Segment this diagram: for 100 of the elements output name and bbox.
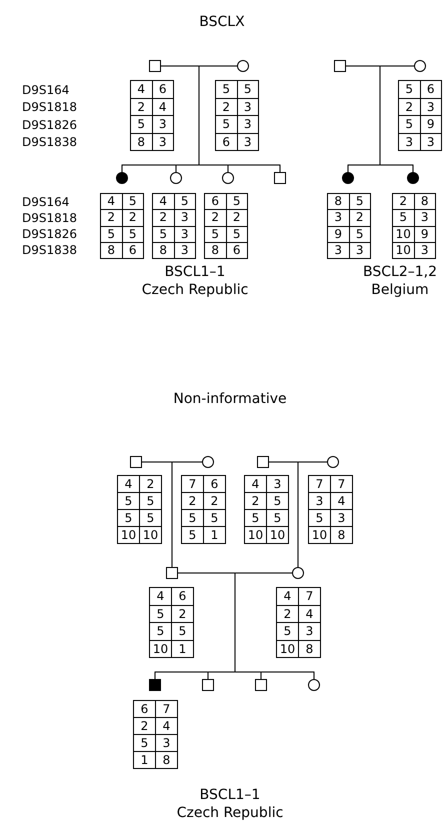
pedigree-square bbox=[334, 60, 346, 72]
allele-value: 3 bbox=[152, 134, 174, 151]
marker-name: D9S164 bbox=[22, 195, 70, 209]
allele-value: 8 bbox=[101, 242, 122, 260]
family-label: Czech Republic bbox=[176, 805, 284, 821]
allele-value: 1 bbox=[172, 640, 194, 658]
allele-value: 2 bbox=[131, 98, 152, 116]
allele-value: 3 bbox=[309, 493, 331, 510]
allele-value: 2 bbox=[393, 194, 414, 210]
allele-value: 7 bbox=[156, 701, 178, 718]
marker-name: D9S1826 bbox=[22, 227, 78, 241]
family-label: Czech Republic bbox=[142, 282, 248, 298]
allele-value: 5 bbox=[267, 493, 289, 510]
pedigree-circle bbox=[292, 567, 304, 579]
allele-value: 9 bbox=[328, 226, 350, 243]
pedigree-circle bbox=[327, 456, 339, 468]
allele-value: 2 bbox=[140, 476, 162, 493]
pedigree-circle bbox=[237, 60, 249, 72]
allele-value: 3 bbox=[328, 242, 350, 260]
marker-name: D9S164 bbox=[22, 83, 70, 97]
allele-value: 6 bbox=[134, 701, 156, 718]
allele-value: 3 bbox=[174, 226, 196, 243]
allele-value: 5 bbox=[131, 116, 152, 134]
family-label: BSCL1–1 bbox=[200, 787, 260, 803]
allele-value: 5 bbox=[174, 194, 196, 210]
allele-value: 5 bbox=[204, 510, 226, 527]
allele-value: 3 bbox=[174, 210, 196, 227]
pedigree-line bbox=[298, 462, 328, 568]
allele-value: 8 bbox=[153, 242, 174, 260]
allele-value: 2 bbox=[101, 210, 122, 227]
allele-value: 5 bbox=[182, 510, 204, 527]
pedigree-square bbox=[166, 567, 178, 579]
allele-value: 3 bbox=[350, 242, 371, 260]
allele-value: 3 bbox=[238, 134, 259, 151]
allele-value: 5 bbox=[153, 226, 174, 243]
allele-value: 5 bbox=[118, 510, 140, 527]
pedigree-circle bbox=[170, 172, 182, 184]
filled-pedigree-square bbox=[149, 679, 161, 691]
allele-value: 6 bbox=[204, 476, 226, 493]
allele-value: 8 bbox=[414, 194, 436, 210]
allele-value: 6 bbox=[420, 81, 442, 98]
allele-value: 4 bbox=[150, 588, 172, 606]
allele-value: 4 bbox=[299, 606, 321, 623]
allele-value: 2 bbox=[204, 493, 226, 510]
allele-value: 4 bbox=[331, 493, 353, 510]
allele-value: 5 bbox=[122, 226, 144, 243]
allele-value: 3 bbox=[414, 242, 436, 260]
allele-value: 8 bbox=[205, 242, 226, 260]
allele-value: 7 bbox=[299, 588, 321, 606]
allele-value: 8 bbox=[331, 527, 353, 544]
allele-value: 5 bbox=[399, 116, 420, 134]
allele-value: 6 bbox=[205, 194, 226, 210]
allele-value: 4 bbox=[131, 81, 152, 98]
pedigree-square bbox=[255, 679, 267, 691]
allele-value: 10 bbox=[393, 226, 414, 243]
family-label: BSCL2–1,2 bbox=[363, 264, 437, 280]
allele-value: 3 bbox=[331, 510, 353, 527]
allele-value: 5 bbox=[134, 735, 156, 752]
family-label: BSCL1–1 bbox=[164, 264, 226, 280]
allele-value: 4 bbox=[101, 194, 122, 210]
pedigree-square bbox=[274, 172, 286, 184]
filled-pedigree-circle bbox=[342, 172, 354, 184]
allele-value: 5 bbox=[350, 194, 371, 210]
pedigree-line bbox=[380, 66, 414, 172]
heading: BSCLX bbox=[199, 14, 245, 30]
allele-value: 2 bbox=[122, 210, 144, 227]
allele-value: 2 bbox=[245, 493, 267, 510]
allele-value: 5 bbox=[118, 493, 140, 510]
marker-name: D9S1826 bbox=[22, 118, 78, 132]
allele-value: 7 bbox=[309, 476, 331, 493]
allele-value: 9 bbox=[414, 226, 436, 243]
allele-value: 10 bbox=[150, 640, 172, 658]
allele-value: 5 bbox=[226, 194, 248, 210]
allele-value: 5 bbox=[309, 510, 331, 527]
allele-value: 8 bbox=[299, 640, 321, 658]
allele-value: 7 bbox=[182, 476, 204, 493]
pedigree-line bbox=[172, 462, 202, 568]
allele-value: 6 bbox=[172, 588, 194, 606]
allele-value: 10 bbox=[267, 527, 289, 544]
allele-value: 10 bbox=[393, 242, 414, 260]
allele-value: 1 bbox=[204, 527, 226, 544]
allele-value: 3 bbox=[420, 134, 442, 151]
marker-name: D9S1838 bbox=[22, 135, 78, 149]
marker-name: D9S1818 bbox=[22, 211, 78, 225]
allele-value: 5 bbox=[393, 210, 414, 227]
allele-value: 10 bbox=[277, 640, 299, 658]
allele-value: 6 bbox=[216, 134, 238, 151]
allele-value: 4 bbox=[153, 194, 174, 210]
allele-value: 4 bbox=[277, 588, 299, 606]
allele-value: 10 bbox=[118, 527, 140, 544]
allele-value: 3 bbox=[399, 134, 420, 151]
allele-value: 3 bbox=[299, 623, 321, 640]
allele-value: 3 bbox=[420, 98, 442, 116]
allele-value: 6 bbox=[122, 242, 144, 260]
allele-value: 4 bbox=[152, 98, 174, 116]
allele-value: 5 bbox=[205, 226, 226, 243]
allele-value: 5 bbox=[267, 510, 289, 527]
allele-value: 1 bbox=[134, 752, 156, 769]
allele-value: 2 bbox=[182, 493, 204, 510]
marker-name: D9S1838 bbox=[22, 243, 78, 257]
